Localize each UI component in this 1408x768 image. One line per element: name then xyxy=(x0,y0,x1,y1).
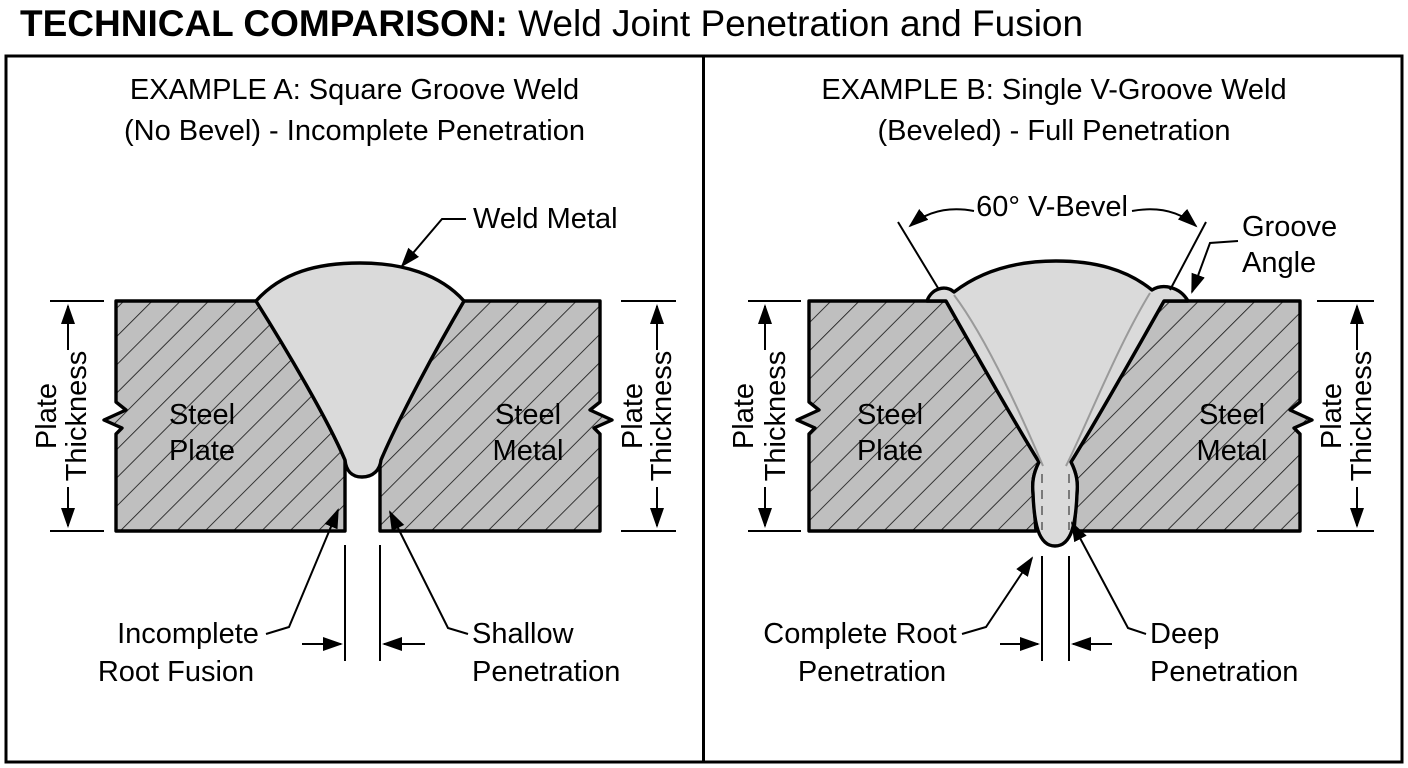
panel-b-right-plate-label-line1: Steel xyxy=(1199,399,1265,431)
panel-b-bevel-leader-right xyxy=(1131,208,1198,228)
panel-b-left-plate-label-line1: Steel xyxy=(857,399,923,431)
panel-a-left-thickness-dimension xyxy=(50,300,104,532)
panel-b-title: EXAMPLE B: Single V-Groove Weld (Beveled… xyxy=(706,70,1402,152)
panel-a-title-line2: (No Bevel) - Incomplete Penetration xyxy=(124,115,585,147)
panel-b-right-plate-label-line2: Metal xyxy=(1197,435,1268,467)
panel-b-left-thickness-dimension xyxy=(748,300,801,532)
groove-angle-label-line1: Groove xyxy=(1242,211,1337,243)
panel-a-left-plate-label-line1: Steel xyxy=(169,399,235,431)
weld-metal-label: Weld Metal xyxy=(473,203,618,235)
panel-a-right-dim-label-line2: Thickness xyxy=(646,351,678,482)
panel-b-fusion-line-left xyxy=(953,294,1044,467)
panel-a-left-dim-label-line2: Thickness xyxy=(61,351,93,482)
incomplete-root-fusion-label-line2: Root Fusion xyxy=(98,656,254,688)
panel-b-title-line2: (Beveled) - Full Penetration xyxy=(877,115,1231,147)
panel-b-fusion-line-right xyxy=(1065,292,1151,467)
deep-penetration-leader xyxy=(1071,521,1147,635)
deep-penetration-label-line1: Deep xyxy=(1150,618,1219,650)
panel-a-right-plate-label-line2: Metal xyxy=(493,435,564,467)
panel-a-root-fusion-leader xyxy=(265,508,339,635)
v-bevel-angle-label: 60° V-Bevel xyxy=(976,191,1128,223)
panel-a-penetration-leader xyxy=(389,510,469,635)
shallow-penetration-label-line1: Shallow xyxy=(472,618,575,650)
panel-b-left-dim-label-line2: Thickness xyxy=(760,351,792,482)
panel-b-left-plate-label-line2: Plate xyxy=(857,435,923,467)
groove-angle-leader xyxy=(1191,240,1239,294)
panel-a-title-line1: EXAMPLE A: Square Groove Weld xyxy=(129,74,580,106)
panel-b-bevel-tick-left xyxy=(897,221,939,289)
panel-a-weld-bead xyxy=(254,261,466,479)
panel-b-bevel-leader-left xyxy=(908,208,975,228)
panel-a-left-dim-label-line1: Plate xyxy=(31,383,63,449)
panel-a-right-thickness-dimension xyxy=(621,300,676,532)
panel-a-drawing: Weld Metal Steel Plate Steel Metal Plate… xyxy=(31,203,678,688)
complete-root-penetration-label-line2: Penetration xyxy=(798,656,946,688)
panel-a-right-dim-label-line1: Plate xyxy=(617,383,649,449)
page-title-emphasis: TECHNICAL COMPARISON: xyxy=(20,3,508,44)
page-title: TECHNICAL COMPARISON: Weld Joint Penetra… xyxy=(20,2,1083,46)
panel-b-left-dim-label-line1: Plate xyxy=(728,383,760,449)
complete-root-penetration-label-line1: Complete Root xyxy=(763,618,956,650)
panel-a-left-plate-label-line2: Plate xyxy=(169,435,235,467)
panel-b-right-thickness-dimension xyxy=(1317,300,1374,532)
panel-a-weld-metal-leader xyxy=(400,218,466,268)
deep-penetration-label-line2: Penetration xyxy=(1150,656,1298,688)
groove-angle-label-line2: Angle xyxy=(1242,247,1316,279)
page-title-rest: Weld Joint Penetration and Fusion xyxy=(507,3,1084,44)
incomplete-root-fusion-label-line1: Incomplete xyxy=(117,618,259,650)
panel-b-bevel-tick-right xyxy=(1169,221,1207,291)
panel-b-title-line1: EXAMPLE B: Single V-Groove Weld xyxy=(821,74,1287,106)
panel-b-right-dim-label-line2: Thickness xyxy=(1346,351,1378,482)
panel-b-drawing: 60° V-Bevel Groove Angle Steel Plate Ste… xyxy=(728,191,1378,688)
panel-b-weld-bead xyxy=(925,259,1190,548)
complete-root-penetration-leader xyxy=(961,556,1034,635)
panel-a-title: EXAMPLE A: Square Groove Weld (No Bevel)… xyxy=(6,70,703,152)
shallow-penetration-label-line2: Penetration xyxy=(472,656,620,688)
panel-a-right-plate-label-line1: Steel xyxy=(495,399,561,431)
panel-b-right-dim-label-line1: Plate xyxy=(1316,383,1348,449)
